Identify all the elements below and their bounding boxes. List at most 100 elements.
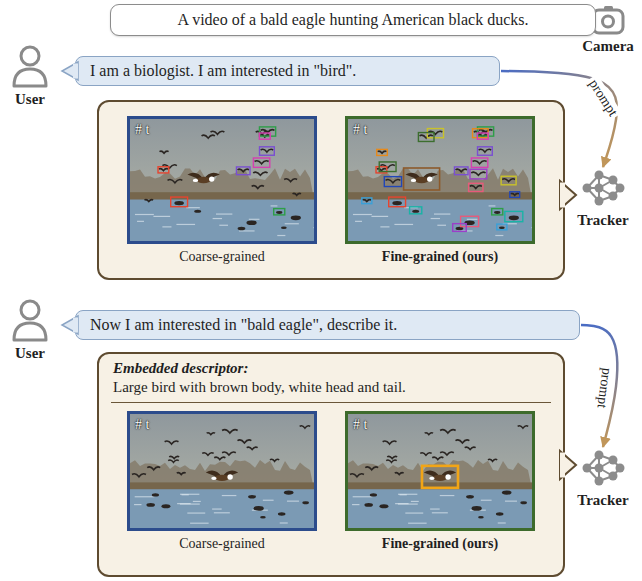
video-frame: # t	[345, 116, 535, 244]
water-ripple	[395, 503, 409, 504]
bounding-box	[389, 197, 406, 207]
duck	[177, 473, 186, 475]
bounding-box	[259, 133, 270, 139]
duck	[473, 161, 487, 164]
bounding-box	[171, 197, 188, 207]
network-unit	[595, 477, 604, 486]
duck	[386, 180, 401, 183]
duck	[440, 452, 454, 455]
bubble-tail-join	[73, 64, 78, 79]
duck	[479, 149, 492, 152]
water-ripple	[313, 227, 314, 228]
water-ripple	[437, 225, 446, 226]
water-ripple	[505, 501, 517, 502]
camera-label: Camera	[582, 37, 634, 55]
video-frame-image	[348, 119, 532, 241]
network-unit	[595, 197, 604, 206]
frame-tag: # t	[135, 416, 149, 433]
water-ripple	[431, 218, 440, 219]
divider	[111, 402, 551, 403]
duck	[466, 495, 474, 499]
sky	[130, 414, 314, 528]
duck	[383, 441, 397, 444]
panel-tail-shape	[560, 181, 576, 209]
network-unit	[609, 472, 618, 481]
water-ripple	[187, 512, 205, 513]
network-unit	[616, 184, 625, 193]
duck	[496, 512, 504, 515]
bounding-box	[418, 133, 434, 142]
water-ripple	[481, 500, 492, 501]
water-ripple	[182, 494, 189, 495]
water	[130, 489, 314, 528]
water-ripple	[400, 494, 407, 495]
user-label: User	[15, 344, 45, 362]
water-ripple	[353, 496, 373, 497]
bounding-box	[478, 147, 493, 155]
network-unit	[583, 184, 592, 193]
bounding-box	[510, 192, 520, 198]
duck	[377, 169, 386, 171]
eagle-wings	[424, 471, 456, 481]
user-body	[14, 69, 46, 86]
shore	[130, 192, 314, 201]
tracking-result: # tFine-grained (ours)	[345, 411, 535, 553]
result-panel: Embedded descriptor:Large bird with brow…	[97, 352, 565, 577]
duck	[455, 440, 469, 443]
bubble-tail	[62, 61, 78, 81]
shore	[130, 482, 314, 490]
duck	[253, 172, 267, 175]
tracking-result: # tCoarse-grained	[127, 116, 317, 266]
duck	[293, 193, 301, 195]
eagle-head	[209, 176, 214, 181]
bounding-box	[505, 211, 523, 221]
video-frame-image	[348, 414, 532, 528]
ripples	[134, 494, 299, 523]
duck	[246, 220, 256, 225]
panel-tail-shape	[560, 451, 576, 479]
network-icon	[580, 168, 626, 208]
water-ripple	[135, 496, 155, 497]
bounding-box	[410, 207, 422, 214]
tracking-result: # tFine-grained (ours)	[345, 116, 535, 266]
duck	[237, 440, 251, 443]
water-ripple	[219, 225, 228, 226]
bird-flock	[362, 130, 518, 231]
water	[348, 200, 532, 241]
prompt-arrow	[581, 325, 617, 447]
water-ripple	[430, 508, 440, 509]
duck	[168, 180, 183, 183]
result-panel: # tCoarse-grained# tFine-grained (ours)	[97, 100, 565, 280]
bounding-box	[422, 466, 458, 488]
network-unit	[595, 451, 604, 460]
caption: Fine-grained (ours)	[345, 535, 535, 553]
duck	[350, 474, 364, 477]
camera-lens	[603, 16, 614, 27]
tracking-result: # tCoarse-grained	[127, 411, 317, 553]
duck	[425, 433, 433, 435]
water-ripple	[405, 512, 423, 513]
user-head	[21, 301, 39, 319]
bald-eagle	[206, 471, 238, 481]
water-ripple	[135, 214, 154, 215]
water-ripple	[371, 216, 388, 217]
water-ripple	[467, 219, 478, 220]
duck	[152, 493, 159, 496]
eagle-wings	[206, 471, 238, 481]
duck	[168, 460, 179, 462]
duck	[202, 135, 215, 138]
bounding-box	[492, 209, 503, 215]
water-ripple	[489, 205, 496, 206]
sky	[348, 414, 532, 528]
network-unit	[609, 456, 618, 465]
water-ripple	[153, 216, 170, 217]
ripples	[353, 206, 532, 236]
duck	[248, 495, 256, 499]
duck	[237, 169, 249, 172]
bubble-tail-shape	[62, 316, 78, 334]
water-ripple	[271, 205, 278, 206]
edge-label: prompt	[583, 74, 621, 122]
duck	[222, 430, 238, 433]
caption: Coarse-grained	[127, 248, 317, 266]
